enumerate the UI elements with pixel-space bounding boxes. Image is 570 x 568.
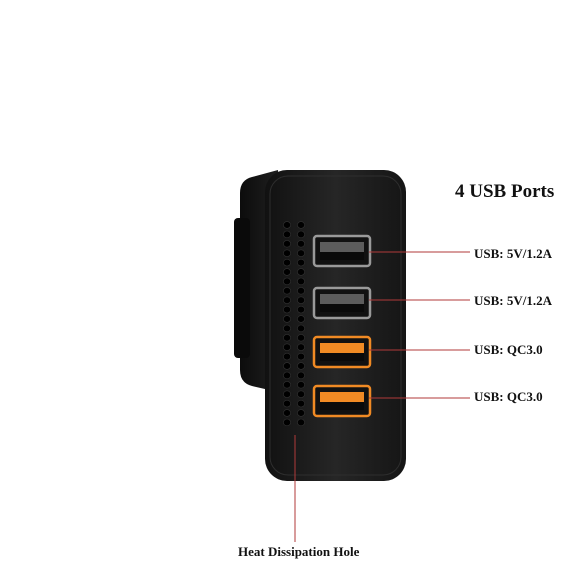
vent-hole xyxy=(297,258,305,267)
vent-hole xyxy=(283,362,291,370)
vent-hole xyxy=(297,221,305,229)
vent-hole xyxy=(283,399,291,408)
usb-port-3 xyxy=(312,335,372,369)
vent-hole xyxy=(297,343,305,351)
port-label-1: USB: 5V/1.2A xyxy=(474,246,553,261)
usb-port-2 xyxy=(312,286,372,320)
vent-hole xyxy=(297,390,305,398)
vent-hole xyxy=(283,381,291,389)
vent-hole xyxy=(283,324,291,333)
vent-hole xyxy=(283,277,291,286)
vent-hole xyxy=(283,334,291,342)
vent-hole xyxy=(283,352,291,361)
vent-hole xyxy=(283,296,291,304)
vent-hole xyxy=(297,296,305,304)
vent-hole xyxy=(297,324,305,333)
vent-hole xyxy=(283,268,291,276)
vent-hole xyxy=(297,287,305,295)
leader-lines xyxy=(369,251,470,399)
vent-hole xyxy=(297,371,305,380)
vent-hole xyxy=(283,343,291,351)
port-label-3: USB: QC3.0 xyxy=(474,342,543,357)
vent-hole xyxy=(297,240,305,248)
vent-hole xyxy=(283,418,291,427)
vent-hole xyxy=(297,352,305,361)
heat-dissipation-label: Heat Dissipation Hole xyxy=(238,544,360,559)
port-label-4: USB: QC3.0 xyxy=(474,389,543,404)
vent-hole xyxy=(297,268,305,276)
vent-hole xyxy=(297,277,305,286)
vent-hole xyxy=(297,381,305,389)
vent-hole xyxy=(283,287,291,295)
vent-hole xyxy=(283,240,291,248)
vent-hole xyxy=(283,230,291,239)
vent-hole xyxy=(283,249,291,257)
vent-hole xyxy=(297,418,305,427)
vent-hole xyxy=(297,315,305,323)
vent-hole xyxy=(283,315,291,323)
usb-port-4 xyxy=(312,384,372,418)
usb-port-1 xyxy=(312,234,372,268)
vent-hole xyxy=(297,230,305,239)
vent-hole xyxy=(283,371,291,380)
vent-hole xyxy=(283,221,291,229)
vent-hole xyxy=(297,362,305,370)
vent-hole xyxy=(297,409,305,417)
heat-vent-holes xyxy=(283,221,305,427)
vent-hole xyxy=(297,399,305,408)
vent-hole xyxy=(283,390,291,398)
vent-hole xyxy=(297,305,305,314)
vent-hole xyxy=(297,249,305,257)
page-title: 4 USB Ports xyxy=(455,181,555,202)
vent-hole xyxy=(283,305,291,314)
usb-ports xyxy=(312,234,372,418)
port-label-2: USB: 5V/1.2A xyxy=(474,293,553,308)
vent-hole xyxy=(297,334,305,342)
vent-hole xyxy=(283,409,291,417)
vent-hole xyxy=(283,258,291,267)
